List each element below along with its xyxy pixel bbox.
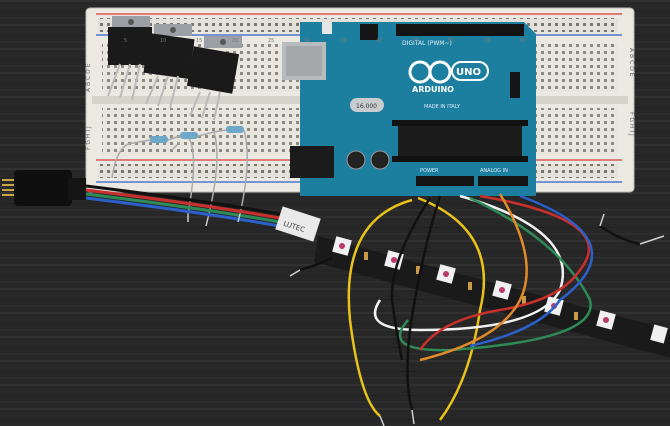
analog-label: ANALOG IN (480, 168, 508, 174)
breadboard-column-number: 20 (232, 38, 238, 44)
jumper-wires (299, 193, 641, 421)
board-model: UNO (456, 67, 481, 78)
breadboard-column-number: 30 (304, 38, 310, 44)
crystal (350, 98, 384, 112)
crystal-label: 16.000 (356, 103, 377, 110)
analog-header (478, 176, 528, 186)
breadboard-column-number: 35 (340, 38, 346, 44)
breadboard-column-number: 55 (484, 38, 490, 44)
power-header (416, 176, 474, 186)
board-brand: ARDUINO (412, 85, 454, 94)
breadboard-column-number: 25 (268, 38, 274, 44)
breadboard-rows-left-2: F G H I J (85, 126, 92, 150)
breadboard-column-number: 50 (448, 38, 454, 44)
resistor-group (111, 126, 248, 219)
breadboard-rows-left: A B C D E (85, 63, 92, 92)
mosfet-3 (186, 36, 242, 121)
power-jack (290, 146, 334, 178)
led-strip (314, 236, 670, 358)
breadboard-column-number: 45 (412, 38, 418, 44)
breadboard-column-number: 60 (520, 38, 526, 44)
breadboard-column-number: 5 (124, 38, 127, 44)
made-in-label: MADE IN ITALY (424, 104, 461, 110)
rgb-connector (2, 170, 86, 206)
atmega-chip (398, 126, 522, 156)
breadboard-column-number: 40 (376, 38, 382, 44)
wire-pins (187, 213, 665, 426)
digital-label: DIGITAL (PWM~) (402, 40, 452, 47)
breadboard-rows-right: A B C D E (628, 48, 635, 77)
ribbon-wires: LUTEC (85, 184, 321, 242)
breadboard-column-number: 15 (196, 38, 202, 44)
digital-header (396, 24, 524, 36)
power-label: POWER (420, 168, 439, 174)
breadboard-column-number: 10 (160, 38, 166, 44)
mosfet-2 (143, 24, 195, 109)
arduino-logo (408, 60, 489, 84)
mosfet-1 (107, 16, 152, 101)
breadboard-rows-right-2: F G H I J (628, 112, 635, 136)
arduino-board: DIGITAL (PWM~) UNO ARDUINO MADE IN ITALY… (282, 22, 536, 196)
